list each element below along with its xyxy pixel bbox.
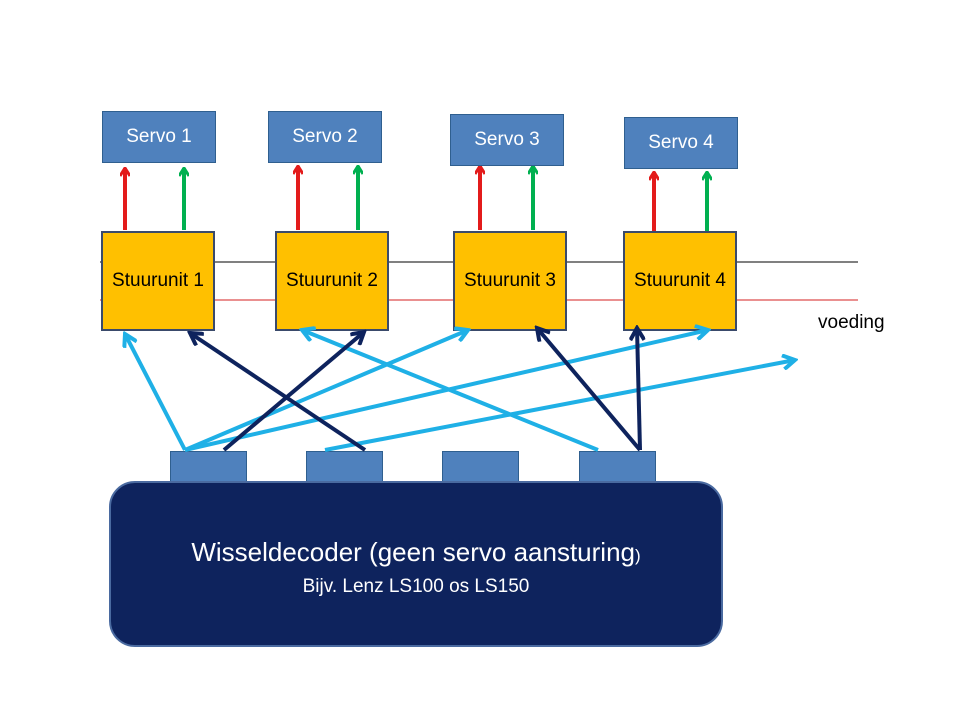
- wisseldecoder-box: Wisseldecoder (geen servo aansturing) Bi…: [109, 481, 723, 647]
- decoder-title-text: Wisseldecoder (geen servo aansturing: [191, 537, 635, 567]
- decoder-subtitle: Bijv. Lenz LS100 os LS150: [302, 576, 530, 597]
- servo-2-box: Servo 2: [268, 111, 382, 163]
- stuurunit-3-box: Stuurunit 3: [453, 231, 567, 331]
- stuurunit-1-box: Stuurunit 1: [101, 231, 215, 331]
- decoder-port-1: [170, 451, 247, 483]
- stuurunit-2-box: Stuurunit 2: [275, 231, 389, 331]
- servo-4-box: Servo 4: [624, 117, 738, 169]
- stuurunit-4-box: Stuurunit 4: [623, 231, 737, 331]
- decoder-port-3: [442, 451, 519, 483]
- decoder-title: Wisseldecoder (geen servo aansturing): [111, 537, 721, 568]
- decoder-port-4: [579, 451, 656, 483]
- power-label: voeding: [818, 312, 885, 333]
- decoder-port-2: [306, 451, 383, 483]
- servo-1-box: Servo 1: [102, 111, 216, 163]
- decoder-title-paren: ): [635, 546, 641, 565]
- servo-3-box: Servo 3: [450, 114, 564, 166]
